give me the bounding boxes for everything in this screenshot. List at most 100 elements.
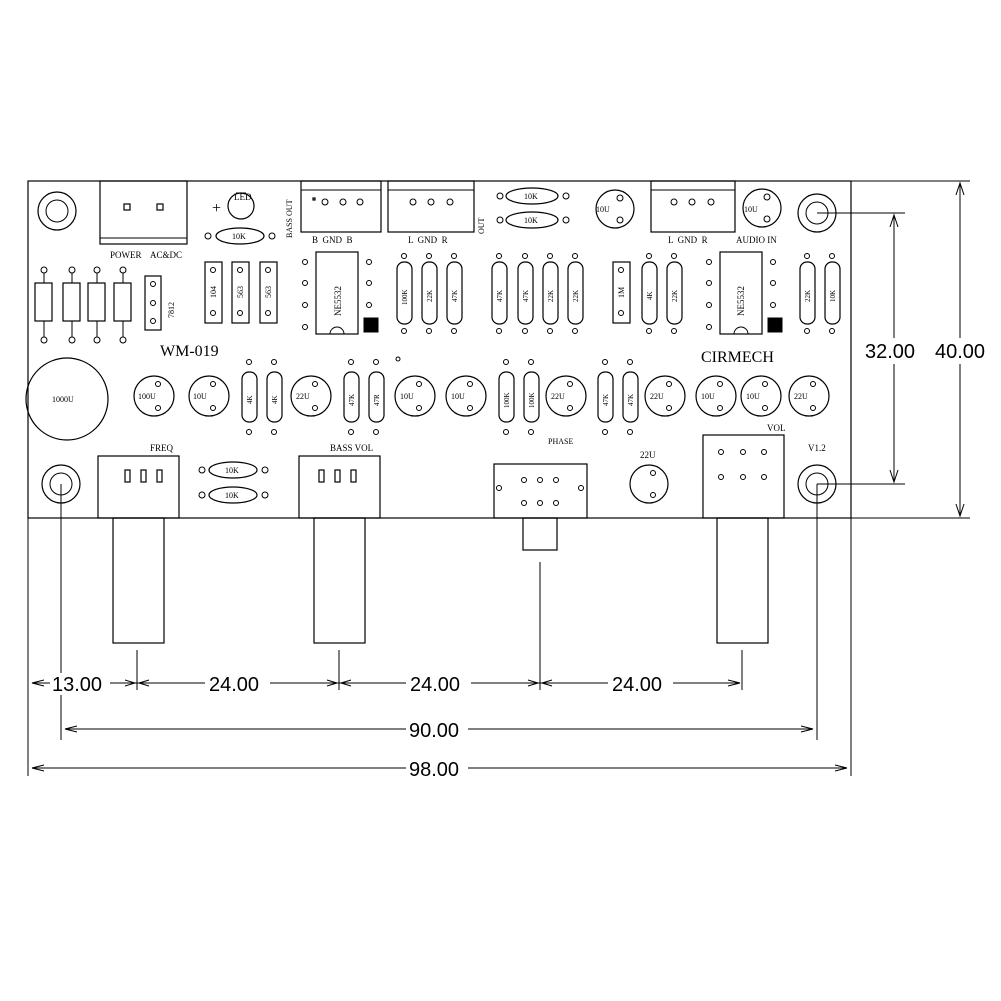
resistor-10k-d-label: 10K: [829, 290, 837, 302]
capacitor-10u-3-label: 10U: [451, 392, 465, 401]
resistor-pair-1: [241, 359, 283, 435]
capacitor-563-1: [231, 261, 250, 324]
resistor-47k-b1-label: 47K: [496, 290, 504, 302]
resistor-47k-b2-label: 47K: [522, 290, 530, 302]
resistor-pair-3b-label: 100K: [528, 392, 536, 408]
resistor-group-c: [612, 253, 683, 334]
pot-bass-vol: [298, 455, 381, 644]
resistor-pair-4a-label: 47K: [602, 394, 610, 406]
pot-freq: [97, 455, 180, 644]
dimension-40: 40.00: [935, 341, 985, 363]
regulator-7812: [144, 275, 162, 331]
switch-phase: [493, 463, 588, 551]
resistor-led-label: 10K: [232, 232, 246, 241]
resistor-pair-4: [597, 359, 639, 435]
out-pins: L GND R: [408, 235, 448, 245]
capacitor-100u-label: 100U: [138, 392, 156, 401]
capacitor-100u: [133, 375, 175, 417]
resistor-22k-b2-label: 22K: [572, 290, 580, 302]
capacitor-10u-audio: [742, 188, 782, 228]
resistor-group-d: [799, 253, 841, 334]
ic-ne5532-right: [706, 251, 783, 335]
capacitor-563-2: [259, 261, 278, 324]
dimension-98: 98.00: [409, 759, 459, 781]
ic-ne5532-left: [302, 251, 379, 335]
plus-sign: +: [212, 200, 221, 217]
resistor-10k-top-1: [496, 187, 570, 205]
capacitor-104: [204, 261, 223, 324]
resistor-10k-top-2: [496, 211, 570, 229]
capacitor-10u-5-label: 10U: [746, 392, 760, 401]
board-brand-label: CIRMECH: [701, 349, 774, 366]
capacitor-563-2-label: 563: [264, 286, 273, 298]
capacitor-10u-top: [595, 189, 635, 229]
led: [227, 192, 255, 220]
capacitor-10u-top-label: 10U: [596, 205, 610, 214]
capacitor-22u-3: [644, 375, 686, 417]
capacitor-10u-5: [740, 375, 782, 417]
audio-in-label: AUDIO IN: [736, 235, 777, 245]
capacitor-104-label: 104: [209, 286, 218, 298]
led-label: LED: [234, 192, 252, 202]
capacitor-10u-1-label: 10U: [193, 392, 207, 401]
resistor-47k-a-label: 47K: [451, 290, 459, 302]
capacitor-10u-4-label: 10U: [701, 392, 715, 401]
resistor-22k-b1-label: 22K: [547, 290, 555, 302]
resistor-pair-1b-label: 4K: [271, 395, 279, 404]
capacitor-10u-4: [695, 375, 737, 417]
resistor-10k-bottom-1: [198, 461, 269, 479]
capacitor-22u-3-label: 22U: [650, 392, 664, 401]
capacitor-22u-2-label: 22U: [551, 392, 565, 401]
resistor-led: [204, 227, 276, 245]
dimension-24-a: 24.00: [209, 674, 259, 696]
resistor-22k-d-label: 22K: [804, 290, 812, 302]
capacitor-22u-1: [290, 375, 332, 417]
out-connector: [387, 180, 475, 233]
capacitor-22u-bottom-label: 22U: [640, 450, 656, 460]
acdc-label: AC&DC: [150, 250, 182, 260]
resistor-pair-3a-label: 100K: [503, 392, 511, 408]
power-label: POWER: [110, 250, 142, 260]
bass-out-pins: B GND B: [312, 235, 353, 245]
resistor-pair-2a-label: 47K: [348, 394, 356, 406]
dimension-90: 90.00: [409, 720, 459, 742]
resistor-group-b: [491, 253, 584, 334]
resistor-100k-a-label: 100K: [401, 289, 409, 305]
resistor-10k-bottom-2-label: 10K: [225, 491, 239, 500]
resistor-10k-top-1-label: 10K: [524, 192, 538, 201]
pot-bass-vol-label: BASS VOL: [330, 443, 373, 453]
pot-vol-label: VOL: [767, 423, 786, 433]
dimension-24-b: 24.00: [410, 674, 460, 696]
resistor-pair-1a-label: 4K: [246, 395, 254, 404]
capacitor-10u-3: [445, 375, 487, 417]
dimension-24-c: 24.00: [612, 674, 662, 696]
board-model-label: WM-019: [160, 343, 219, 360]
resistor-pair-2b-label: 47R: [373, 394, 381, 406]
capacitor-10u-audio-label: 10U: [744, 205, 758, 214]
resistor-pair-3: [498, 359, 540, 435]
capacitor-22u-4-label: 22U: [794, 392, 808, 401]
capacitor-1000u-label: 1000U: [52, 395, 74, 404]
capacitor-10u-2-label: 10U: [400, 392, 414, 401]
capacitor-10u-1: [188, 375, 230, 417]
capacitor-1000u: [25, 357, 109, 441]
switch-phase-label: PHASE: [548, 437, 573, 446]
resistor-10k-bottom-1-label: 10K: [225, 466, 239, 475]
ic-ne5532-left-label: NE5532: [333, 286, 343, 316]
bass-out-connector: [300, 180, 382, 233]
capacitor-22u-bottom: [629, 464, 669, 504]
regulator-7812-label: 7812: [167, 302, 176, 318]
resistor-10k-bottom-2: [198, 486, 269, 504]
audio-in-pins: L GND R: [668, 235, 708, 245]
dimension-13: 13.00: [52, 674, 102, 696]
capacitor-10u-2: [394, 375, 436, 417]
capacitor-22u-1-label: 22U: [296, 392, 310, 401]
out-label: OUT: [477, 217, 486, 234]
power-terminal: [99, 180, 188, 245]
pot-vol: [702, 434, 785, 644]
resistor-pair-4b-label: 47K: [627, 394, 635, 406]
resistor-1k-c-label: 4K: [646, 291, 654, 300]
capacitor-1m-label: 1M: [617, 287, 626, 298]
resistor-group-a: [396, 253, 463, 334]
